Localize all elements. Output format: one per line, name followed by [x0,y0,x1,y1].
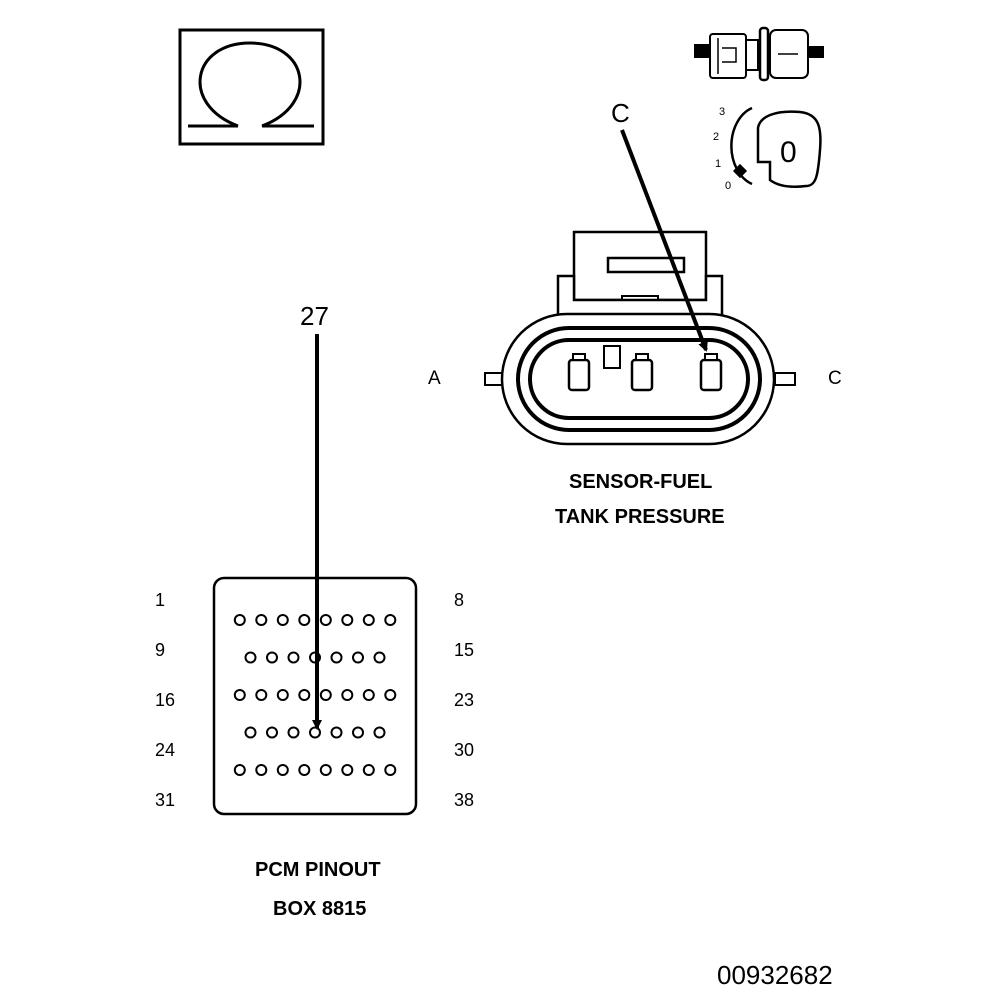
sensor-terminal-c [699,353,723,392]
pcm-pin-hole [276,614,289,626]
pcm-pin-hole [330,726,343,739]
ignition-key-icon [730,106,822,188]
pcm-pin-hole [255,764,268,776]
pcm-pin-hole [373,651,386,664]
pcm-pin-hole [373,726,386,739]
pcm-pin-hole [287,726,300,739]
pcm-pin-hole [244,726,257,739]
sensor-side-left: A [428,368,441,389]
pcm-pin-hole [233,689,246,701]
pcm-pin-hole [362,689,375,701]
pcm-pin-hole [352,651,364,664]
pcm-right-pin-label: 15 [454,640,475,660]
pcm-pin-hole [266,726,278,739]
pcm-pin-holes [233,614,397,776]
pcm-pin-hole [255,689,268,701]
pcm-left-pin-label: 31 [155,790,176,810]
pcm-right-pin-label: 38 [454,790,475,810]
pcm-pin-hole [266,651,278,664]
pcm-pin-hole [341,614,354,626]
pcm-pin-hole [244,651,257,664]
pcm-pin-hole [341,764,354,776]
pcm-pin-hole [362,614,375,626]
ignition-position-3: 3 [719,106,726,118]
pcm-pin-hole [276,689,289,701]
pcm-pin-hole [362,764,375,776]
figure-id: 00932682 [717,960,833,990]
sensor-terminal-a [567,353,591,392]
pcm-pin-hole [384,764,397,776]
pcm-pin-hole [298,764,311,776]
pcm-pin-hole [330,651,343,664]
pcm-title-line1: PCM PINOUT [255,859,381,881]
pcm-pin-hole [319,614,332,626]
sensor-side-right: C [828,368,842,389]
pcm-pin-hole [341,689,354,701]
pcm-pin-hole [309,726,321,739]
pcm-title-line2: BOX 8815 [273,898,367,920]
pcm-pin-hole [298,689,311,701]
pcm-pin-hole [233,614,246,626]
sensor-probe-arrow [620,129,708,352]
pcm-left-pin-label: 1 [155,590,166,610]
pcm-pin-hole [384,614,397,626]
ignition-key-label: 0 [780,136,797,169]
pcm-pin-hole [298,614,311,626]
sensor-title-line2: TANK PRESSURE [555,506,725,528]
ignition-position-0: 0 [725,180,732,192]
pcm-left-pin-label: 16 [155,690,176,710]
pcm-left-pin-label: 24 [155,740,176,760]
sensor-title-line1: SENSOR-FUEL [569,471,713,493]
connector-disconnect-icon [694,26,824,82]
pcm-pin-hole [319,764,332,776]
ohmmeter-symbol [178,28,325,146]
pcm-pin-hole [233,764,246,776]
pcm-right-pin-label: 8 [454,590,465,610]
pcm-pin-hole [352,726,364,739]
pcm-pin-hole [384,689,397,701]
pcm-callout: 27 [300,301,329,331]
pcm-pin-hole [287,651,300,664]
pcm-left-pin-label: 9 [155,640,166,660]
pcm-pin-hole [319,689,332,701]
pcm-pin-hole [276,764,289,776]
ignition-position-2: 2 [713,131,720,143]
sensor-callout: C [611,98,630,128]
ignition-position-1: 1 [715,158,722,170]
pcm-right-pin-label: 23 [454,690,475,710]
pcm-right-pin-label: 30 [454,740,475,760]
pcm-pin-hole [255,614,268,626]
sensor-terminal-b [630,353,654,392]
sensor-connector [484,230,796,446]
